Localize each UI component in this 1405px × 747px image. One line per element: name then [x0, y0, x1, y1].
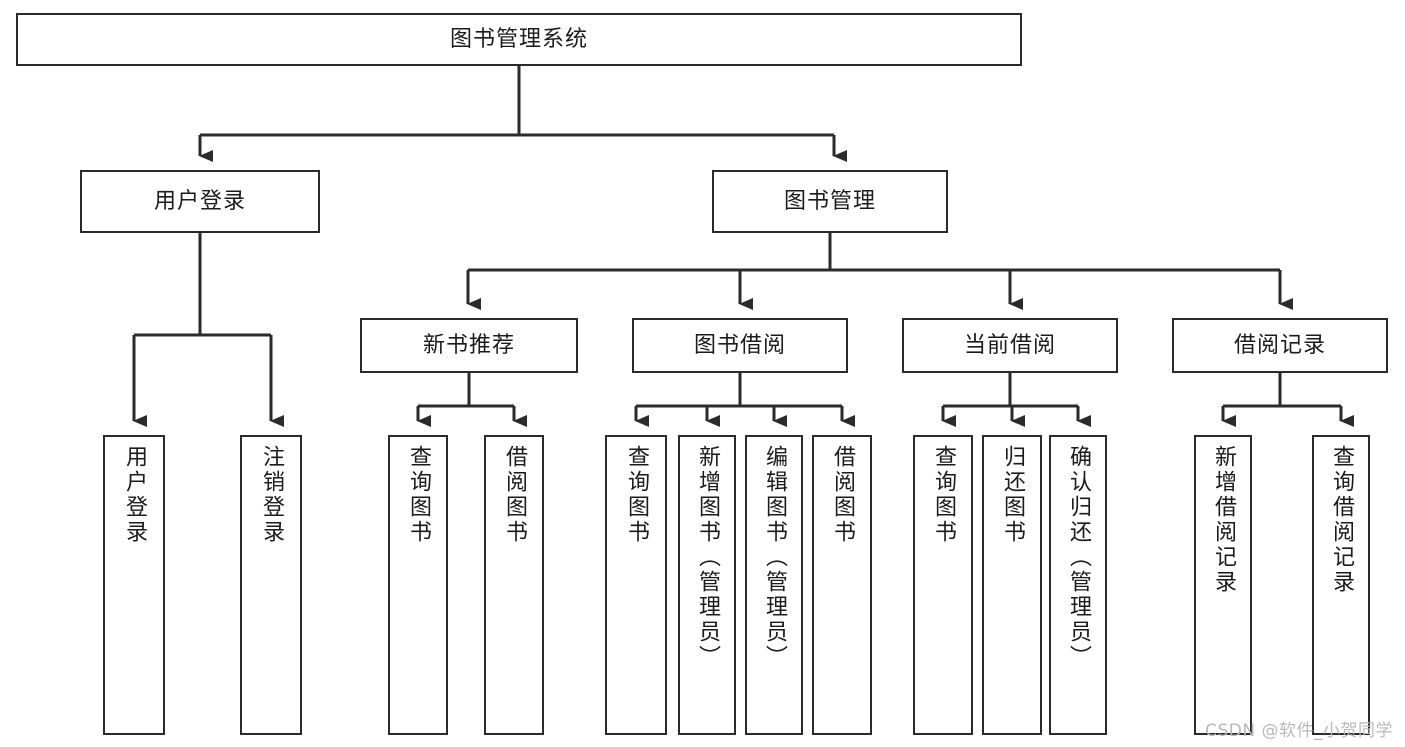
leaf-return-book[interactable]: 归还图书 — [982, 435, 1042, 735]
leaf-query-book-current-label: 查询图书 — [931, 445, 956, 545]
node-new-book-recommend-label: 新书推荐 — [422, 332, 515, 358]
node-current-borrow-label: 当前借阅 — [963, 332, 1056, 358]
leaf-return-book-label: 归还图书 — [1000, 445, 1025, 545]
leaf-confirm-return-admin[interactable]: 确认归还（管理员） — [1049, 435, 1107, 735]
node-root[interactable]: 图书管理系统 — [16, 13, 1022, 66]
leaf-user-login-label: 用户登录 — [122, 445, 147, 545]
leaf-add-borrow-record[interactable]: 新增借阅记录 — [1194, 435, 1252, 735]
node-book-management-label: 图书管理 — [783, 188, 876, 214]
leaf-confirm-return-admin-label: 确认归还（管理员） — [1066, 445, 1091, 670]
node-book-borrow-label: 图书借阅 — [693, 332, 786, 358]
node-book-borrow[interactable]: 图书借阅 — [632, 318, 848, 373]
leaf-query-book-current[interactable]: 查询图书 — [913, 435, 973, 735]
leaf-add-book-admin[interactable]: 新增图书（管理员） — [678, 435, 736, 735]
leaf-user-login[interactable]: 用户登录 — [103, 435, 165, 735]
node-book-management[interactable]: 图书管理 — [712, 170, 948, 233]
node-current-borrow[interactable]: 当前借阅 — [902, 318, 1118, 373]
node-user-login[interactable]: 用户登录 — [80, 170, 320, 233]
node-borrow-record[interactable]: 借阅记录 — [1172, 318, 1388, 373]
node-borrow-record-label: 借阅记录 — [1233, 332, 1326, 358]
leaf-edit-book-admin-label: 编辑图书（管理员） — [762, 445, 787, 670]
leaf-query-book-newbook-label: 查询图书 — [406, 445, 431, 545]
leaf-borrow-book-newbook-label: 借阅图书 — [502, 445, 527, 545]
leaf-query-borrow-record-label: 查询借阅记录 — [1329, 445, 1354, 595]
leaf-edit-book-admin[interactable]: 编辑图书（管理员） — [745, 435, 803, 735]
leaf-borrow-book-newbook[interactable]: 借阅图书 — [484, 435, 544, 735]
leaf-query-book-borrow[interactable]: 查询图书 — [605, 435, 667, 735]
node-user-login-label: 用户登录 — [153, 188, 246, 214]
leaf-lend-book-label: 借阅图书 — [830, 445, 855, 545]
leaf-query-borrow-record[interactable]: 查询借阅记录 — [1312, 435, 1370, 735]
leaf-lend-book[interactable]: 借阅图书 — [812, 435, 872, 735]
node-root-label: 图书管理系统 — [449, 26, 588, 52]
leaf-logout-label: 注销登录 — [259, 445, 284, 545]
node-new-book-recommend[interactable]: 新书推荐 — [360, 318, 578, 373]
leaf-query-book-borrow-label: 查询图书 — [624, 445, 649, 545]
leaf-query-book-newbook[interactable]: 查询图书 — [388, 435, 448, 735]
leaf-logout[interactable]: 注销登录 — [240, 435, 302, 735]
leaf-add-borrow-record-label: 新增借阅记录 — [1211, 445, 1236, 595]
leaf-add-book-admin-label: 新增图书（管理员） — [695, 445, 720, 670]
